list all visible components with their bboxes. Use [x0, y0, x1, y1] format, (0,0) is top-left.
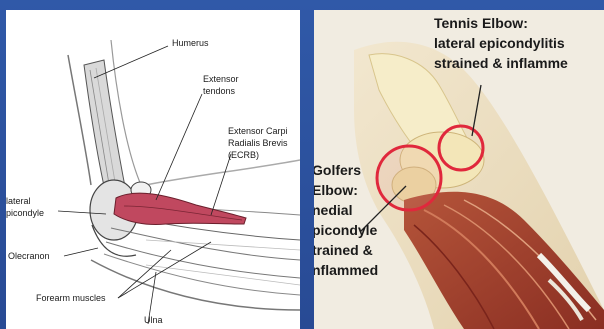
label-epicondyle: picondyle: [6, 208, 44, 219]
tennis-elbow-line2: lateral epicondylitis: [434, 35, 565, 52]
elbow-anatomy-illustration: Humerus Extensor tendons Extensor Carpi …: [6, 10, 300, 329]
label-ecrb-line3: (ECRB): [228, 150, 259, 161]
label-humerus: Humerus: [172, 38, 209, 49]
golfers-elbow-line4: picondyle: [314, 222, 377, 239]
label-lateral: lateral: [6, 196, 31, 207]
medial-epicondyle-highlight: [377, 146, 441, 210]
golfers-elbow-line5: trained &: [314, 242, 373, 259]
label-ulna: Ulna: [144, 315, 163, 326]
tennis-elbow-line3: strained & inflamme: [434, 55, 568, 72]
label-tendons: tendons: [203, 86, 235, 97]
elbow-epicondylitis-illustration: Tennis Elbow: lateral epicondylitis stra…: [314, 10, 604, 329]
golfers-elbow-line3: nedial: [314, 202, 352, 219]
label-ecrb-line1: Extensor Carpi: [228, 126, 288, 137]
elbow-drawing: [6, 10, 300, 329]
tennis-elbow-line1: Tennis Elbow:: [434, 15, 528, 32]
label-ecrb-line2: Radialis Brevis: [228, 138, 288, 149]
golfers-elbow-line2: Elbow:: [314, 182, 358, 199]
golfers-elbow-line6: nflammed: [314, 262, 378, 279]
label-forearm-muscles: Forearm muscles: [36, 293, 106, 304]
label-extensor: Extensor: [203, 74, 239, 85]
golfers-elbow-line1: Golfers: [314, 162, 361, 179]
label-olecranon: Olecranon: [8, 251, 50, 262]
